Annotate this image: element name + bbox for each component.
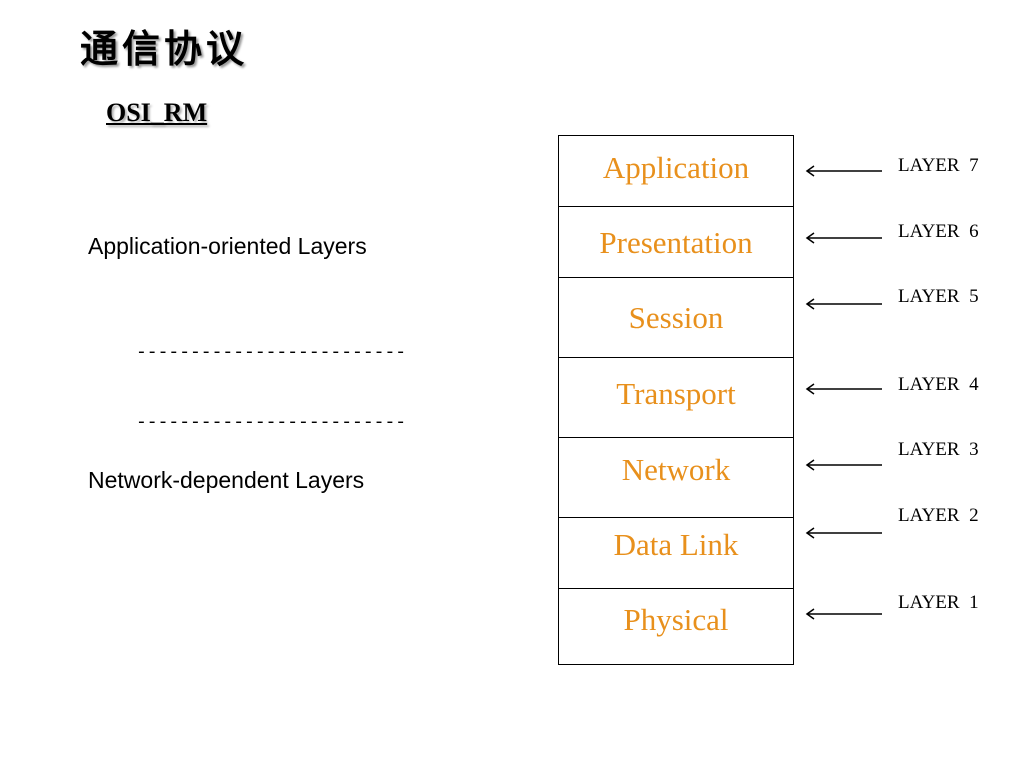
layer-number-label: LAYER 3 (898, 439, 979, 460)
arrow-left-icon (805, 165, 882, 177)
layer-box-network: Network (559, 438, 793, 518)
layer-name: Presentation (599, 225, 753, 260)
layer-name: Network (621, 452, 731, 487)
layer-box-data-link: Data Link (559, 518, 793, 589)
layer-name: Physical (623, 602, 729, 637)
osi-layer-stack: Application Presentation Session Transpo… (558, 135, 794, 665)
layer-box-physical: Physical (559, 589, 793, 666)
layer-name: Data Link (613, 527, 739, 562)
layer-name: Application (602, 150, 750, 185)
layer-number-label: LAYER 5 (898, 286, 979, 307)
layer-name: Session (628, 300, 724, 335)
layer-box-transport: Transport (559, 358, 793, 438)
layer-number-label: LAYER 2 (898, 505, 979, 526)
network-dependent-label: Network-dependent Layers (88, 467, 365, 493)
page-title: 通信协议 (80, 27, 249, 71)
layer-box-presentation: Presentation (559, 207, 793, 278)
arrow-left-icon (805, 527, 882, 539)
application-oriented-label: Application-oriented Layers (88, 233, 367, 259)
layer-number-label: LAYER 4 (898, 374, 979, 395)
arrow-left-icon (805, 608, 882, 620)
lower-divider: ------------------------- (136, 413, 407, 433)
arrow-left-icon (805, 298, 882, 310)
layer-box-application: Application (559, 136, 793, 207)
arrow-left-icon (805, 459, 882, 471)
arrow-left-icon (805, 383, 882, 395)
layer-number-label: LAYER 6 (898, 221, 979, 242)
layer-name: Transport (616, 376, 736, 411)
layer-box-session: Session (559, 278, 793, 358)
upper-divider: ------------------------- (136, 343, 407, 363)
layer-number-label: LAYER 7 (898, 155, 979, 176)
page-subtitle: OSI_RM (106, 98, 208, 127)
arrow-left-icon (805, 232, 882, 244)
layer-number-label: LAYER 1 (898, 592, 979, 613)
